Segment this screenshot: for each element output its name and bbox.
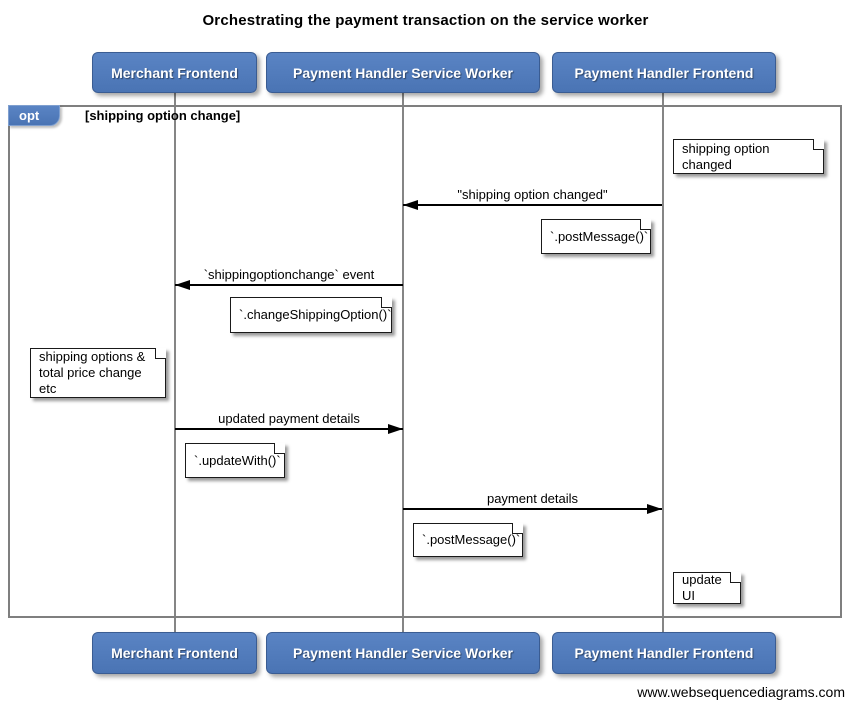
note-fold-icon — [640, 219, 651, 230]
message-label: "shipping option changed" — [457, 187, 608, 202]
note-text: `.postMessage()` — [550, 228, 649, 244]
lifeline-merchant-frontend — [174, 93, 176, 633]
message-updated-payment-details: updated payment details — [175, 406, 403, 434]
note-fold-icon — [155, 348, 166, 359]
note-post-message-2: `.postMessage()` — [413, 523, 523, 557]
actor-bottom-merchant-frontend: Merchant Frontend — [92, 632, 257, 674]
note-post-message-1: `.postMessage()` — [541, 219, 651, 254]
opt-fragment-frame — [8, 105, 842, 618]
arrowhead-right-icon — [388, 424, 403, 434]
actor-label: Merchant Frontend — [111, 64, 238, 81]
actor-bottom-payment-handler-service-worker: Payment Handler Service Worker — [266, 632, 540, 674]
lifeline-payment-handler-frontend — [662, 93, 664, 633]
opt-fragment-guard: [shipping option change] — [85, 108, 241, 123]
arrowhead-left-icon — [403, 200, 418, 210]
note-text: `.changeShippingOption()` — [239, 307, 392, 322]
note-text: `.postMessage()` — [422, 532, 521, 547]
opt-fragment-operator: opt — [8, 105, 60, 126]
diagram-title: Orchestrating the payment transaction on… — [202, 12, 649, 29]
note-text: shipping option changed — [682, 140, 770, 172]
actor-top-merchant-frontend: Merchant Frontend — [92, 52, 257, 93]
message-payment-details: payment details — [403, 486, 662, 514]
note-shipping-options-price: shipping options & total price change et… — [30, 348, 166, 398]
message-label: updated payment details — [218, 411, 360, 426]
lifeline-payment-handler-service-worker — [402, 93, 404, 633]
watermark-url: www.websequencediagrams.com — [637, 684, 845, 700]
note-update-ui: update UI — [673, 572, 741, 604]
arrowhead-right-icon — [647, 504, 662, 514]
message-shippingoptionchange-event: `shippingoptionchange` event — [175, 262, 403, 290]
note-fold-icon — [274, 443, 285, 454]
note-fold-icon — [512, 523, 523, 534]
note-fold-icon — [381, 297, 392, 308]
note-shipping-option-changed: shipping option changed — [673, 139, 824, 174]
note-text: `.updateWith()` — [194, 452, 281, 468]
actor-label: Payment Handler Frontend — [574, 64, 754, 81]
message-label: payment details — [486, 491, 579, 506]
note-fold-icon — [813, 139, 824, 150]
actor-label: Payment Handler Service Worker — [293, 64, 513, 81]
note-fold-icon — [730, 572, 741, 583]
note-update-with: `.updateWith()` — [185, 443, 285, 478]
note-text: update UI — [682, 572, 722, 603]
arrowhead-left-icon — [175, 280, 190, 290]
actor-label: Payment Handler Frontend — [574, 645, 754, 661]
note-change-shipping-option: `.changeShippingOption()` — [230, 297, 392, 333]
actor-label: Payment Handler Service Worker — [293, 645, 513, 661]
message-shipping-option-changed: "shipping option changed" — [403, 182, 662, 210]
note-text: shipping options & total price change et… — [39, 349, 146, 396]
actor-top-payment-handler-service-worker: Payment Handler Service Worker — [266, 52, 540, 93]
actor-label: Merchant Frontend — [111, 645, 238, 661]
message-label: `shippingoptionchange` event — [203, 267, 375, 282]
actor-top-payment-handler-frontend: Payment Handler Frontend — [552, 52, 776, 93]
actor-bottom-payment-handler-frontend: Payment Handler Frontend — [552, 632, 776, 674]
